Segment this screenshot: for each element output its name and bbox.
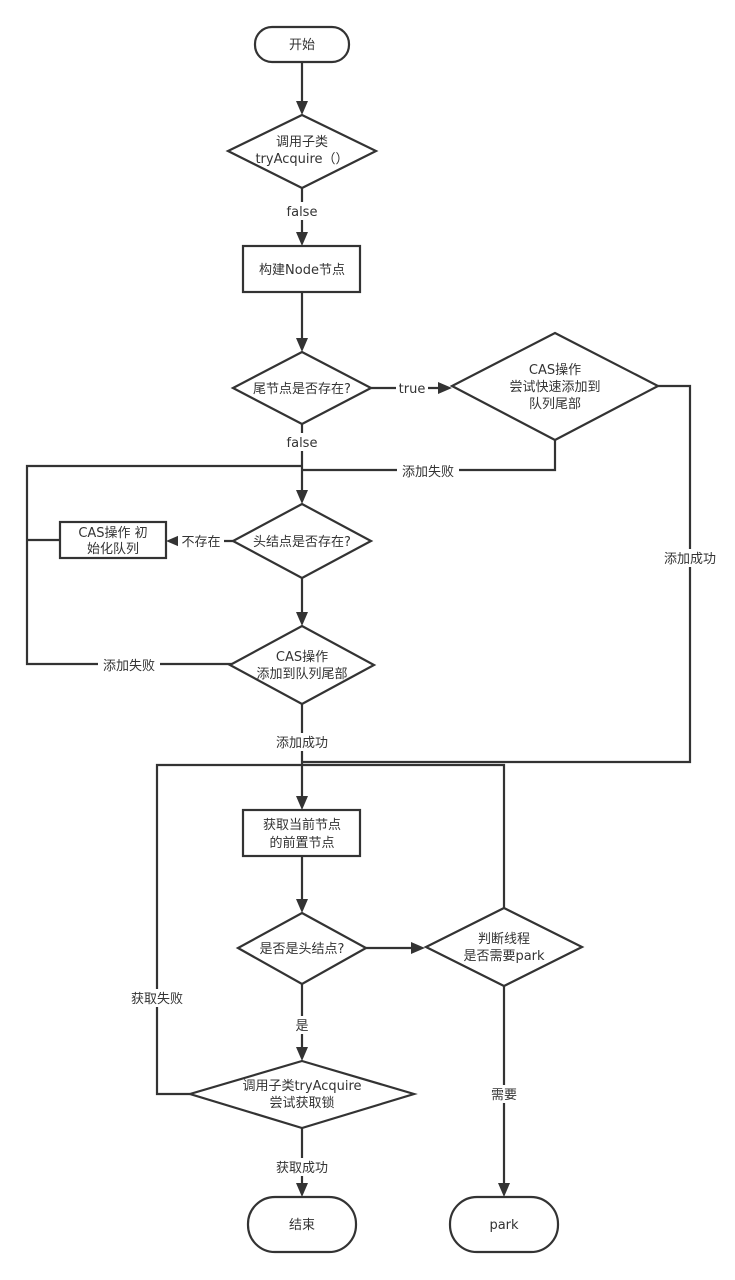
edge-label-add-success-1: 添加成功 [664, 552, 716, 567]
node-cas-fast-line3: 队列尾部 [529, 397, 581, 412]
node-park-label: park [489, 1218, 519, 1233]
edge-cas-fast-fail [302, 440, 557, 472]
arrowhead [296, 490, 308, 504]
edge-label-acquire-fail: 获取失败 [131, 992, 183, 1007]
node-init-queue-line2: 始化队列 [87, 542, 139, 557]
node-cas-fast[interactable]: CAS操作 尝试快速添加到 队列尾部 [449, 331, 661, 442]
node-cas-fast-line2: 尝试快速添加到 [509, 380, 600, 395]
arrowhead [296, 899, 308, 913]
node-tail-exists[interactable]: 尾节点是否存在? [230, 350, 374, 426]
edge-label-false-1: false [287, 205, 318, 220]
node-cas-fast-line1: CAS操作 [529, 362, 581, 378]
node-start[interactable]: 开始 [253, 25, 351, 64]
arrowhead [296, 1183, 308, 1197]
node-end[interactable]: 结束 [246, 1195, 358, 1254]
node-cas-add-tail-line2: 添加到队列尾部 [256, 667, 347, 682]
arrowhead [498, 1183, 510, 1197]
edge-label-need: 需要 [491, 1088, 517, 1103]
node-should-park-line1: 判断线程 [478, 932, 530, 947]
node-should-park-line2: 是否需要park [463, 949, 545, 964]
node-build-node-label: 构建Node节点 [259, 263, 345, 278]
arrowhead [296, 1047, 308, 1061]
connectors [25, 62, 692, 1186]
node-get-prev[interactable]: 获取当前节点 的前置节点 [241, 808, 362, 858]
node-is-head-label: 是否是头结点? [260, 942, 345, 957]
edge-label-add-fail-1: 添加失败 [402, 465, 454, 480]
node-init-queue[interactable]: CAS操作 初 始化队列 [58, 520, 168, 560]
arrowhead [296, 612, 308, 626]
node-try-acquire[interactable]: 调用子类 tryAcquire（） [225, 113, 379, 190]
edge-outer-loop [25, 464, 302, 666]
node-retry-acquire-line2: 尝试获取锁 [269, 1095, 334, 1111]
arrowhead [296, 338, 308, 352]
edge-labels: false true false 添加失败 添加成功 不存在 添加失败 添加成功… [98, 202, 721, 1176]
node-get-prev-line2: 的前置节点 [269, 835, 334, 851]
edge-label-yes: 是 [295, 1019, 308, 1034]
node-head-exists[interactable]: 头结点是否存在? [230, 502, 374, 580]
node-is-head[interactable]: 是否是头结点? [235, 911, 369, 986]
arrowhead [296, 232, 308, 246]
edge-label-not-exist: 不存在 [181, 535, 220, 550]
edge-label-true-1: true [399, 382, 426, 397]
node-should-park[interactable]: 判断线程 是否需要park [423, 906, 585, 988]
node-start-label: 开始 [289, 38, 315, 53]
node-init-queue-line1: CAS操作 初 [78, 525, 147, 541]
edge-label-add-success-2: 添加成功 [276, 736, 328, 751]
edge-cas-fast-success [302, 384, 692, 764]
node-retry-acquire-line1: 调用子类tryAcquire [242, 1079, 361, 1094]
node-retry-acquire[interactable]: 调用子类tryAcquire 尝试获取锁 [186, 1059, 418, 1130]
node-build-node[interactable]: 构建Node节点 [241, 244, 362, 294]
node-head-exists-label: 头结点是否存在? [253, 535, 351, 550]
arrowhead [411, 942, 425, 954]
node-try-acquire-line1: 调用子类 [276, 135, 328, 150]
arrowhead [438, 382, 452, 394]
node-end-label: 结束 [289, 1218, 315, 1233]
edge-acquire-fail-loop [155, 763, 506, 1096]
node-get-prev-line1: 获取当前节点 [263, 817, 341, 833]
edge-label-add-fail-2: 添加失败 [103, 659, 155, 674]
arrowhead [296, 796, 308, 810]
edge-label-acquire-success: 获取成功 [276, 1161, 328, 1176]
node-tail-exists-label: 尾节点是否存在? [253, 382, 351, 397]
node-park[interactable]: park [448, 1195, 560, 1254]
node-cas-add-tail[interactable]: CAS操作 添加到队列尾部 [227, 624, 377, 706]
arrowhead [166, 535, 180, 547]
node-cas-add-tail-line1: CAS操作 [276, 649, 328, 665]
node-try-acquire-line2: tryAcquire（） [255, 152, 348, 167]
edge-label-false-2: false [287, 436, 318, 451]
arrowhead [296, 101, 308, 115]
arrowheads [166, 101, 510, 1197]
